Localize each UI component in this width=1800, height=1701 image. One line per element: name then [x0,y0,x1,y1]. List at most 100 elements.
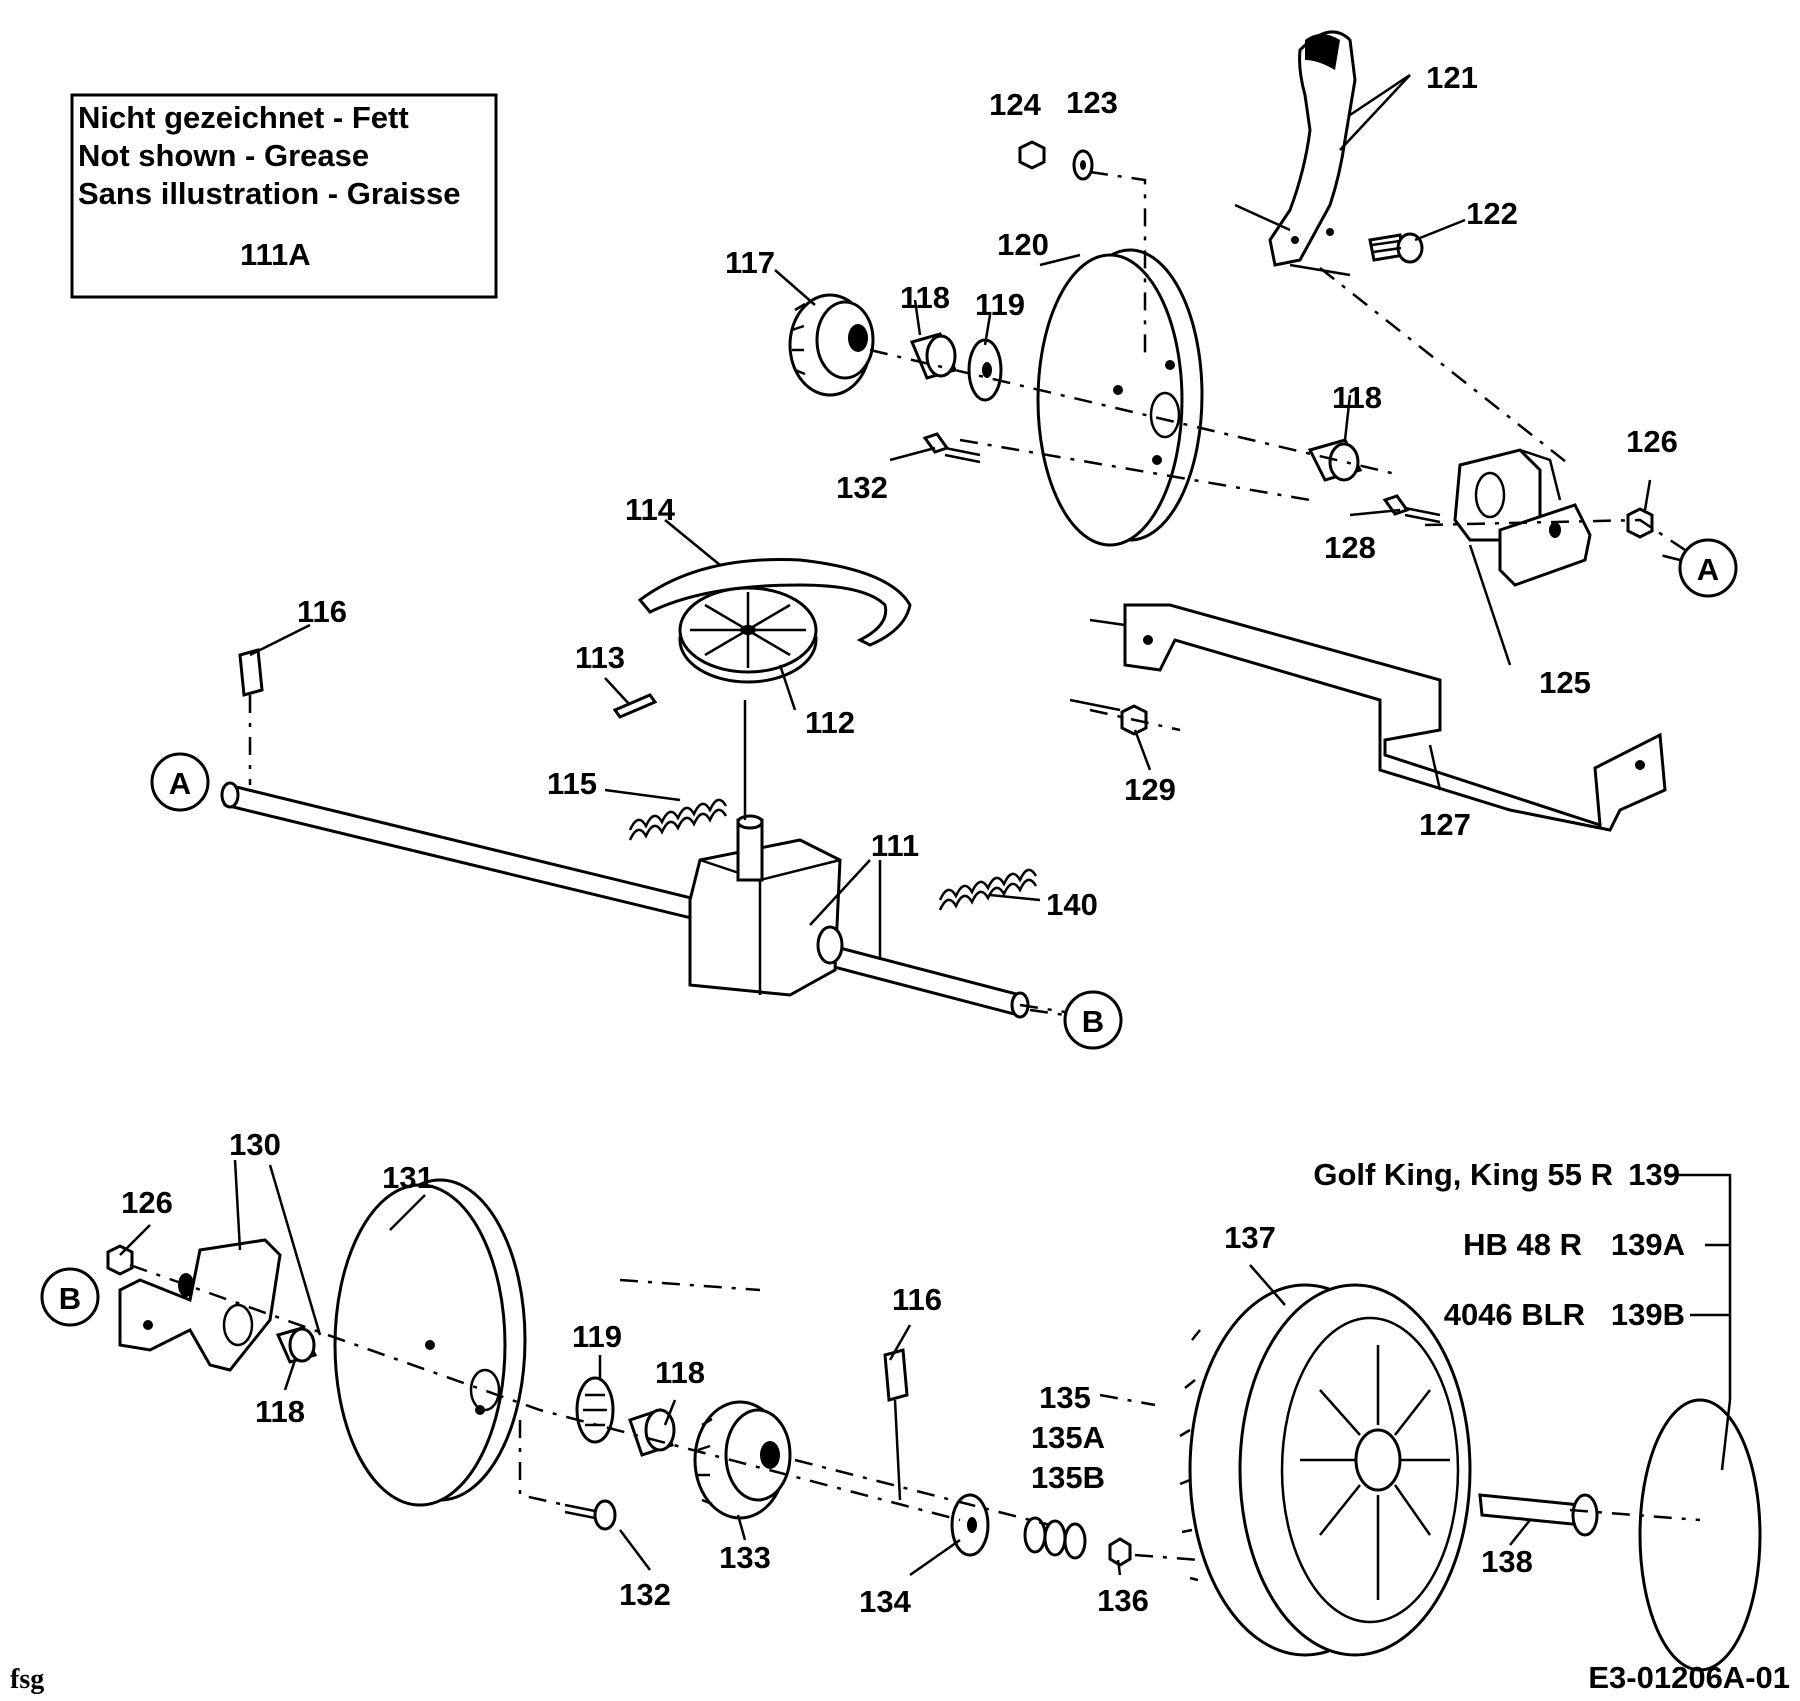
variant-labels: Golf King, King 55 R 139 HB 48 R 139A 40… [1313,1157,1685,1332]
connector-b-left: B [40,1267,100,1327]
label-135b: 135B [1031,1460,1105,1495]
variant-2-model: HB 48 R [1463,1227,1582,1262]
note-line-fr: Sans illustration - Graisse [78,176,460,211]
wheel-137 [1179,1283,1472,1657]
label-132-top: 132 [836,470,888,505]
label-138: 138 [1481,1544,1533,1579]
spring-115 [628,798,728,841]
nut-124 [1018,140,1046,170]
label-124: 124 [989,87,1041,122]
cap-139 [1638,1398,1762,1672]
label-117: 117 [725,245,775,280]
footer-drawing-number: E3-01206A-01 [1588,1660,1790,1695]
variant-1-part: 139 [1628,1157,1680,1192]
connector-a-right-label: A [1697,552,1719,587]
note-part-number: 111A [240,237,311,272]
label-119-bottom: 119 [572,1319,622,1354]
washer-119-bottom [575,1376,615,1444]
label-133: 133 [719,1540,771,1575]
gear-133 [693,1400,792,1520]
key-116-bottom [883,1348,909,1501]
variant-bracket [1665,1173,1732,1471]
part-labels: 124 123 121 122 120 117 118 119 118 126 … [121,60,1678,1619]
connector-b-dash [1029,1008,1066,1017]
nut-126-top [1626,507,1654,539]
label-130: 130 [229,1127,281,1162]
label-114: 114 [625,492,676,527]
pin-113 [612,693,658,719]
lever-121 [1234,30,1357,277]
connector-b-right: B [1063,990,1123,1050]
label-125: 125 [1539,665,1591,700]
label-126-bottom: 126 [121,1185,173,1220]
variant-3-part: 139B [1611,1297,1685,1332]
cover-131 [333,1178,527,1507]
screw-132-top [922,432,981,464]
label-118-top: 118 [900,280,950,315]
connector-a-left-label: A [169,766,191,801]
label-118-mid: 118 [1332,380,1382,415]
connector-b-left-label: B [59,1281,81,1316]
nut-136 [1108,1537,1132,1567]
axle [220,781,1030,1019]
handle-127 [1069,603,1667,832]
gearbox-111 [688,700,844,997]
label-120: 120 [997,227,1049,262]
pulley-112 [678,586,818,684]
note-line-de: Nicht gezeichnet - Fett [78,100,409,135]
label-123: 123 [1066,85,1118,120]
label-137: 137 [1224,1220,1276,1255]
screw-128 [1382,494,1441,524]
bracket-130 [118,1238,282,1372]
washer-134 [950,1493,990,1557]
bolt-138 [1478,1493,1599,1537]
label-111: 111 [871,828,919,863]
connector-a-right: A [1678,538,1738,598]
label-112: 112 [805,705,855,740]
bracket-125 [1453,448,1592,587]
washer-stack-135 [1023,1516,1087,1560]
label-118-low: 118 [655,1355,705,1390]
nut-126-bottom [106,1244,134,1276]
variant-3-model: 4046 BLR [1444,1297,1585,1332]
label-119-top: 119 [975,287,1025,322]
cover-120 [1036,248,1204,547]
label-116-bottom: 116 [892,1282,942,1317]
label-118-low-left: 118 [255,1394,305,1429]
note-line-en: Not shown - Grease [78,138,369,173]
label-115: 115 [547,766,597,801]
label-121: 121 [1426,60,1478,95]
label-136: 136 [1097,1583,1149,1618]
label-134: 134 [859,1584,911,1619]
variant-2-part: 139A [1611,1227,1685,1262]
gear-117 [788,293,875,397]
footer-left-code: fsg [10,1664,44,1695]
label-131: 131 [382,1160,434,1195]
label-135: 135 [1039,1380,1091,1415]
label-122: 122 [1466,196,1518,231]
connector-a-dash [1659,553,1681,562]
bushing-118-low-left [275,1326,318,1364]
label-129: 129 [1124,772,1176,807]
key-116-top [238,648,264,697]
label-140: 140 [1046,887,1098,922]
spring-140 [938,868,1038,911]
note-box: Nicht gezeichnet - Fett Not shown - Grea… [70,93,498,299]
belt-114 [637,558,912,647]
label-132-bottom: 132 [619,1577,671,1612]
connector-b-right-label: B [1082,1004,1104,1039]
label-135a: 135A [1031,1420,1105,1455]
assembly-lines [129,170,1701,1562]
label-116-top: 116 [297,594,347,629]
connector-a-left: A [150,752,210,812]
label-113: 113 [575,640,625,675]
screw-132-bottom [564,1499,617,1531]
washer-123 [1072,149,1094,181]
bushing-118-top [909,332,958,380]
leader-lines [119,73,1652,1577]
washer-119-top [967,338,1003,402]
label-128: 128 [1324,530,1376,565]
label-126-top: 126 [1626,424,1678,459]
label-127: 127 [1419,807,1471,842]
